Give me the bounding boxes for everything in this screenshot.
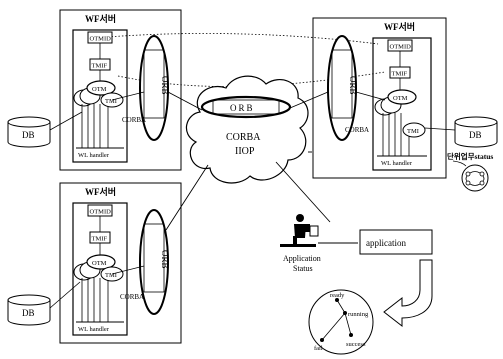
tmif-label: TMIF	[392, 71, 408, 78]
otm-label: OTM	[92, 260, 107, 267]
state-running: running	[348, 311, 369, 318]
orb-label: ORB	[160, 76, 170, 95]
corba-label: CORBA	[122, 116, 146, 124]
server-top-left: WF서버 OTMID TMIF OTM TMI WL handler ORB C…	[60, 10, 181, 170]
curved-arrow-icon	[384, 260, 432, 326]
handler-label: WL handler	[78, 152, 110, 159]
orb-label: ORB	[160, 250, 170, 269]
handler-label: WL handler	[381, 160, 413, 167]
application-area: application Application Status ready run…	[280, 214, 432, 354]
state-ready: ready	[330, 292, 345, 299]
orb-label: ORB	[230, 103, 255, 113]
iiop-label: IIOP	[235, 146, 255, 157]
otmid-label: OTMID	[90, 36, 112, 43]
app-status-line1: Application	[283, 254, 321, 263]
otmid-label: OTMID	[390, 44, 412, 51]
corba-iiop-cloud: ORB CORBA IIOP	[186, 76, 308, 183]
state-success: success	[346, 341, 366, 348]
tmif-label: TMIF	[92, 63, 108, 70]
state-fail: fail	[314, 345, 323, 352]
handler-label: WL handler	[78, 326, 110, 333]
server-title: WF서버	[384, 21, 415, 32]
server-right: WF서버 OTMID TMIF OTM TMI WL handler ORB C…	[313, 18, 446, 178]
corba-label: CORBA	[345, 126, 369, 134]
tmif-label: TMIF	[92, 236, 108, 243]
database-bottom-left: DB	[8, 282, 80, 325]
database-right: DB 단위업무status	[425, 117, 497, 191]
corba-label: CORBA	[120, 293, 144, 301]
otm-label: OTM	[92, 86, 107, 93]
server-bottom-left: WF서버 OTMID TMIF OTM TMI WL handler ORB C…	[60, 183, 181, 343]
db-label: DB	[469, 130, 482, 140]
db-label: DB	[22, 130, 35, 140]
unit-task-status-label: 단위업무status	[447, 151, 493, 161]
otm-label: OTM	[393, 95, 408, 102]
application-box: application	[366, 238, 406, 248]
server-title: WF서버	[85, 186, 116, 197]
otmid-label: OTMID	[90, 209, 112, 216]
db-label: DB	[22, 308, 35, 318]
server-title: WF서버	[85, 13, 116, 24]
corba-label: CORBA	[226, 132, 261, 143]
tmi-label: TMI	[407, 128, 419, 135]
lifecycle-state-circle: ready running fail success	[309, 290, 373, 354]
app-status-line2: Status	[293, 264, 313, 273]
user-workstation-icon	[280, 214, 318, 247]
database-top-left: DB	[8, 112, 82, 147]
